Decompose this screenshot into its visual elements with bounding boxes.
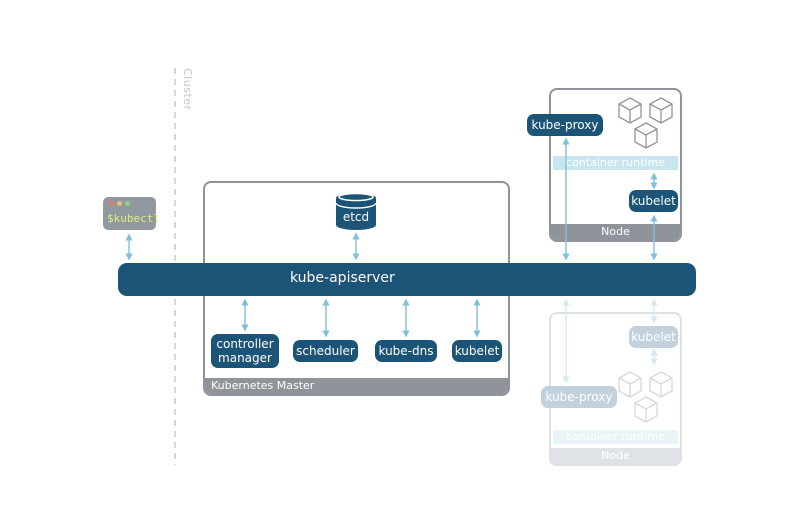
controller-manager-label: controller manager xyxy=(216,337,274,365)
kube-dns: kube-dns xyxy=(375,340,437,362)
dot-green xyxy=(125,201,130,206)
container-cube-icon-faded xyxy=(649,371,673,398)
scheduler-label: scheduler xyxy=(296,344,355,358)
master-kubelet: kubelet xyxy=(452,340,502,362)
node-kube-proxy-faded: kube-proxy xyxy=(541,386,617,408)
dot-yellow xyxy=(117,201,122,206)
kubectl-terminal: $kubectl xyxy=(103,197,160,230)
node-kube-proxy-label-faded: kube-proxy xyxy=(545,390,613,404)
master-kubelet-label: kubelet xyxy=(454,344,500,358)
node-footer: Node xyxy=(551,224,680,240)
kube-dns-label: kube-dns xyxy=(378,344,434,358)
kube-apiserver-label: kube-apiserver xyxy=(290,270,395,286)
scheduler: scheduler xyxy=(293,340,358,362)
node-kubelet-label-faded: kubelet xyxy=(631,330,676,344)
dot-red xyxy=(109,201,114,206)
node-label-faded: Node xyxy=(601,449,630,462)
node-kubelet-faded: kubelet xyxy=(629,326,678,348)
container-cube-icon xyxy=(649,97,673,124)
container-runtime-band: container runtime xyxy=(553,156,678,170)
container-cube-icon-faded xyxy=(618,371,642,398)
controller-manager: controller manager xyxy=(211,334,279,368)
container-runtime-band-faded: container runtime xyxy=(553,430,678,444)
node-kubelet-label: kubelet xyxy=(631,194,676,208)
kubectl-label: $kubectl xyxy=(107,212,160,225)
node-label: Node xyxy=(601,225,630,238)
container-runtime-label: container runtime xyxy=(566,156,665,169)
master-footer: Kubernetes Master xyxy=(205,378,508,394)
node-footer-faded: Node xyxy=(551,448,680,464)
window-dots xyxy=(109,201,130,206)
master-label: Kubernetes Master xyxy=(211,379,315,392)
etcd-label: etcd xyxy=(342,210,370,224)
container-runtime-label-faded: container runtime xyxy=(566,430,665,443)
node-kube-proxy: kube-proxy xyxy=(527,114,603,136)
container-cube-icon xyxy=(618,97,642,124)
node-kube-proxy-label: kube-proxy xyxy=(531,118,599,132)
kube-apiserver-bar: kube-apiserver xyxy=(118,263,696,296)
container-cube-icon-faded xyxy=(634,396,658,423)
node-kubelet: kubelet xyxy=(629,190,678,212)
container-cube-icon xyxy=(634,122,658,149)
